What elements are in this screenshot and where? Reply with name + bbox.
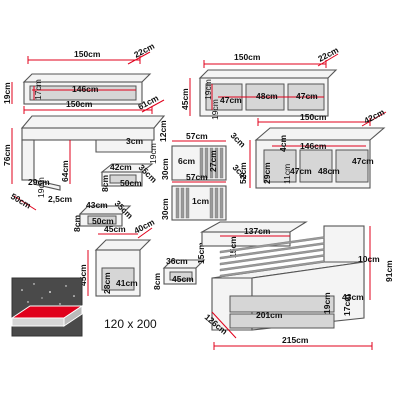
bed-height: 91cm bbox=[384, 260, 394, 282]
shelf-left-inner-width: 146cm bbox=[72, 84, 99, 94]
shelf-left-inner-height: 17cm bbox=[33, 79, 43, 100]
dresser-side: 11cm bbox=[282, 164, 292, 184]
wall-shelf-right: 150cm 22cm 45cm 19cm 19cm 47cm 48cm 47cm bbox=[180, 45, 341, 120]
desk-width: 150cm bbox=[66, 99, 93, 109]
bed-drawer-height-side: 19cm bbox=[322, 292, 332, 314]
small-drawer-front: 45cm bbox=[172, 274, 194, 284]
wall-panels: 57cm 6cm 30cm 27cm 3cm 3cm 57cm 1cm 30cm bbox=[160, 130, 250, 221]
shelf-right-inner-height: 19cm bbox=[203, 79, 213, 100]
bed-drawer-length: 201cm bbox=[256, 310, 283, 320]
bed: 91cm 10cm 215cm 126cm 201cm 19cm 43cm 17… bbox=[203, 225, 394, 350]
desk-side-depth: 29cm bbox=[28, 177, 50, 187]
nightstand-drawer-height: 28cm bbox=[102, 272, 112, 294]
panel-lower-width: 57cm bbox=[186, 172, 208, 182]
mattress-size: 120 x 200 bbox=[104, 317, 157, 331]
panel-tall-height: 27cm bbox=[208, 150, 218, 172]
shelf-right-cell-1: 47cm bbox=[220, 95, 242, 105]
desk-side-height: 19cm bbox=[36, 177, 46, 198]
dresser-cell-3: 47cm bbox=[352, 156, 374, 166]
small-drawer-width: 36cm bbox=[166, 256, 188, 266]
shelf-right-cell-3: 47cm bbox=[296, 91, 318, 101]
shelf-left-height: 19cm bbox=[2, 82, 12, 104]
dresser-width: 150cm bbox=[300, 112, 327, 122]
nightstand-drawer-width: 41cm bbox=[116, 278, 138, 288]
shelf-right-width: 150cm bbox=[234, 52, 261, 62]
dresser-inner-height: 29cm bbox=[262, 162, 272, 184]
wall-shelf-left: 150cm 22cm 146cm 19cm 17cm bbox=[2, 41, 157, 105]
desk-drawer-height: 8cm bbox=[100, 175, 110, 192]
shelf-left-depth: 22cm bbox=[132, 41, 156, 60]
shelf-right-gap-height: 19cm bbox=[210, 99, 220, 120]
panel-upper-width: 57cm bbox=[186, 131, 208, 141]
bed-drawer: 137cm 15cm bbox=[199, 221, 308, 258]
nightstand-width: 45cm bbox=[104, 224, 126, 234]
desk-drawer-width: 42cm bbox=[110, 162, 132, 172]
desk-bottom-front: 50cm bbox=[92, 216, 114, 226]
mattress-thumbnail: 120 x 200 bbox=[10, 277, 157, 337]
desk-height: 76cm bbox=[2, 144, 12, 166]
dresser: 150cm 42cm 52cm 146cm 47cm 48cm 47cm 29c… bbox=[238, 107, 387, 189]
panel-upper-slot: 6cm bbox=[178, 156, 195, 166]
shelf-left-width: 150cm bbox=[74, 49, 101, 59]
nightstand: 45cm 40cm 45cm 28cm 41cm bbox=[78, 217, 157, 297]
desk-drawer-front: 50cm bbox=[120, 178, 142, 188]
desk-bottom-height: 8cm bbox=[72, 215, 82, 232]
desk-side-height-right: 19cm bbox=[148, 143, 158, 164]
panel-upper-height: 30cm bbox=[160, 158, 170, 180]
panel-upper-slats bbox=[199, 147, 224, 179]
desk-rail: 2,5cm bbox=[48, 194, 73, 204]
dresser-cell-1: 47cm bbox=[290, 166, 312, 176]
nightstand-height: 45cm bbox=[78, 264, 88, 286]
bed-side-height: 10cm bbox=[358, 254, 380, 264]
panel-lower-slot: 1cm bbox=[192, 196, 209, 206]
desk-bottom-width: 43cm bbox=[86, 200, 108, 210]
bed-drawer-depth: 17cm bbox=[342, 294, 352, 316]
desk-top-height: 12cm bbox=[158, 120, 168, 142]
panel-lower-slats bbox=[175, 187, 224, 219]
dresser-inner-width: 146cm bbox=[300, 141, 327, 151]
panel-lower-height: 30cm bbox=[160, 198, 170, 220]
desk: 150cm 61cm 76cm 64cm 29cm 50cm 2,5cm 19c… bbox=[2, 93, 168, 232]
dresser-depth: 42cm bbox=[362, 107, 386, 126]
shelf-right-depth: 22cm bbox=[316, 45, 340, 64]
dresser-height: 52cm bbox=[238, 162, 248, 184]
panel-gap: 3cm bbox=[229, 130, 248, 149]
bed-slats bbox=[219, 236, 325, 278]
bed-drawer-height: 15cm bbox=[228, 236, 238, 258]
small-drawer-depth: 15cm bbox=[196, 242, 206, 264]
desk-foot: 50cm bbox=[9, 191, 33, 211]
bed-drawer-width: 137cm bbox=[244, 226, 271, 236]
desk-front: 3cm bbox=[126, 136, 143, 146]
small-drawer: 36cm 15cm 8cm 45cm bbox=[152, 242, 206, 290]
dresser-front: 4cm bbox=[278, 135, 288, 152]
bed-length: 215cm bbox=[282, 335, 309, 345]
shelf-right-cell-2: 48cm bbox=[256, 91, 278, 101]
bed-drawer-width: 43cm bbox=[342, 292, 364, 302]
desk-leg-height: 64cm bbox=[60, 160, 70, 182]
small-drawer-height: 8cm bbox=[152, 273, 162, 290]
shelf-right-height: 45cm bbox=[180, 88, 190, 110]
dresser-cell-2: 48cm bbox=[318, 166, 340, 176]
